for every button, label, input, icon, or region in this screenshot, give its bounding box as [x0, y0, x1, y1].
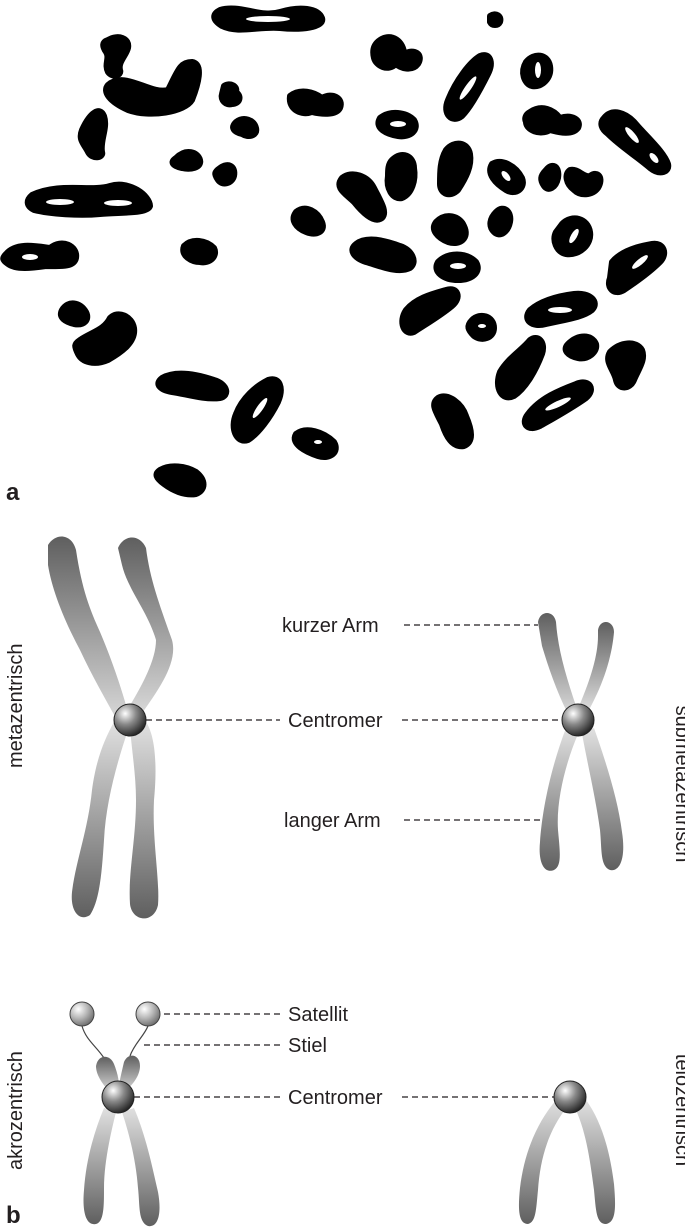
chromatid-left: [518, 1100, 568, 1224]
chromosome: [487, 158, 526, 196]
chromosome: [465, 312, 497, 342]
chromosome: [437, 140, 474, 198]
chromosome: [524, 290, 598, 328]
chromosome: [487, 11, 504, 28]
chromatid-lower-right: [129, 722, 159, 919]
panel-b-label: b: [6, 1202, 21, 1229]
chromatid-upper-right: [580, 621, 614, 708]
chromatid-lower-left: [539, 728, 578, 871]
centromere: [113, 703, 147, 737]
chromosome: [433, 251, 481, 283]
chromosome: [0, 240, 80, 271]
chromosome: [443, 52, 494, 122]
chromatid-lower-left: [83, 1108, 116, 1225]
chromatid-upper-left: [48, 536, 128, 722]
chromosome: [494, 335, 546, 401]
metaphase-spread: a: [0, 5, 672, 506]
chromosome: [562, 333, 600, 362]
chromosome: [211, 5, 326, 33]
chromosome: [399, 286, 461, 336]
chromosome: [520, 52, 554, 90]
chromosome: [72, 311, 138, 366]
label-short-arm: kurzer Arm: [282, 615, 379, 637]
centromere: [561, 703, 595, 737]
chromatid-right: [574, 1100, 616, 1224]
chromosome: [384, 151, 418, 202]
chromosome: [290, 205, 326, 237]
satellite-right: [135, 1001, 161, 1027]
chromosome: [430, 213, 469, 246]
chromosome: [286, 88, 344, 117]
chromosome: [153, 463, 207, 498]
chromosome: [218, 81, 260, 139]
centromere: [553, 1080, 587, 1114]
chromosome: [370, 34, 423, 72]
label-long-arm: langer Arm: [284, 810, 381, 832]
chromosome: [375, 110, 419, 140]
chromosome: [551, 215, 594, 258]
chromosome: [349, 236, 417, 274]
label-metacentric: metazentrisch: [5, 644, 27, 769]
chromosome-types: kurzer Arm Centromer langer Arm metazent…: [5, 536, 685, 1229]
chromosome: [521, 379, 594, 432]
submetacentric-chromosome: [538, 613, 624, 871]
chromatid-lower-right: [122, 1108, 160, 1227]
panel-a-label: a: [6, 479, 20, 506]
chromosome: [487, 205, 514, 238]
telocentric-chromosome: [518, 1080, 616, 1224]
chromosome: [180, 238, 218, 266]
acrocentric-chromosome: [69, 1001, 161, 1227]
chromosome: [605, 340, 646, 391]
chromosome: [100, 34, 132, 79]
chromatid-upper-left: [538, 613, 576, 714]
chromatid-lower-left: [71, 722, 128, 918]
chromosome: [606, 240, 668, 296]
label-telocentric: telozentrisch: [671, 1054, 685, 1166]
stalk-left: [81, 1025, 105, 1059]
chromosome: [563, 166, 604, 198]
label-submetacentric: submetazentrisch: [671, 706, 685, 863]
stalk-right: [129, 1025, 149, 1057]
label-acrocentric: akrozentrisch: [5, 1051, 27, 1170]
label-centromere-2: Centromer: [288, 1087, 383, 1109]
chromosome: [77, 108, 109, 161]
chromosome: [24, 181, 153, 218]
chromosome: [598, 109, 672, 176]
satellite-left: [69, 1001, 95, 1027]
chromosome: [169, 149, 238, 187]
metacentric-chromosome: [48, 536, 174, 919]
chromosome: [431, 393, 474, 450]
chromatid-lower-right: [582, 728, 624, 871]
label-stalk: Stiel: [288, 1035, 327, 1057]
chromosome: [291, 427, 339, 460]
chromatid-upper-right: [118, 537, 174, 716]
chromosome: [58, 300, 91, 328]
chromosome: [230, 376, 284, 444]
chromosome: [336, 171, 388, 223]
chromosome: [538, 162, 562, 192]
chromosome: [155, 370, 230, 402]
chromosome: [103, 59, 202, 117]
label-satellite: Satellit: [288, 1004, 348, 1026]
label-centromere: Centromer: [288, 710, 383, 732]
centromere: [101, 1080, 135, 1114]
chromosome: [522, 105, 582, 136]
